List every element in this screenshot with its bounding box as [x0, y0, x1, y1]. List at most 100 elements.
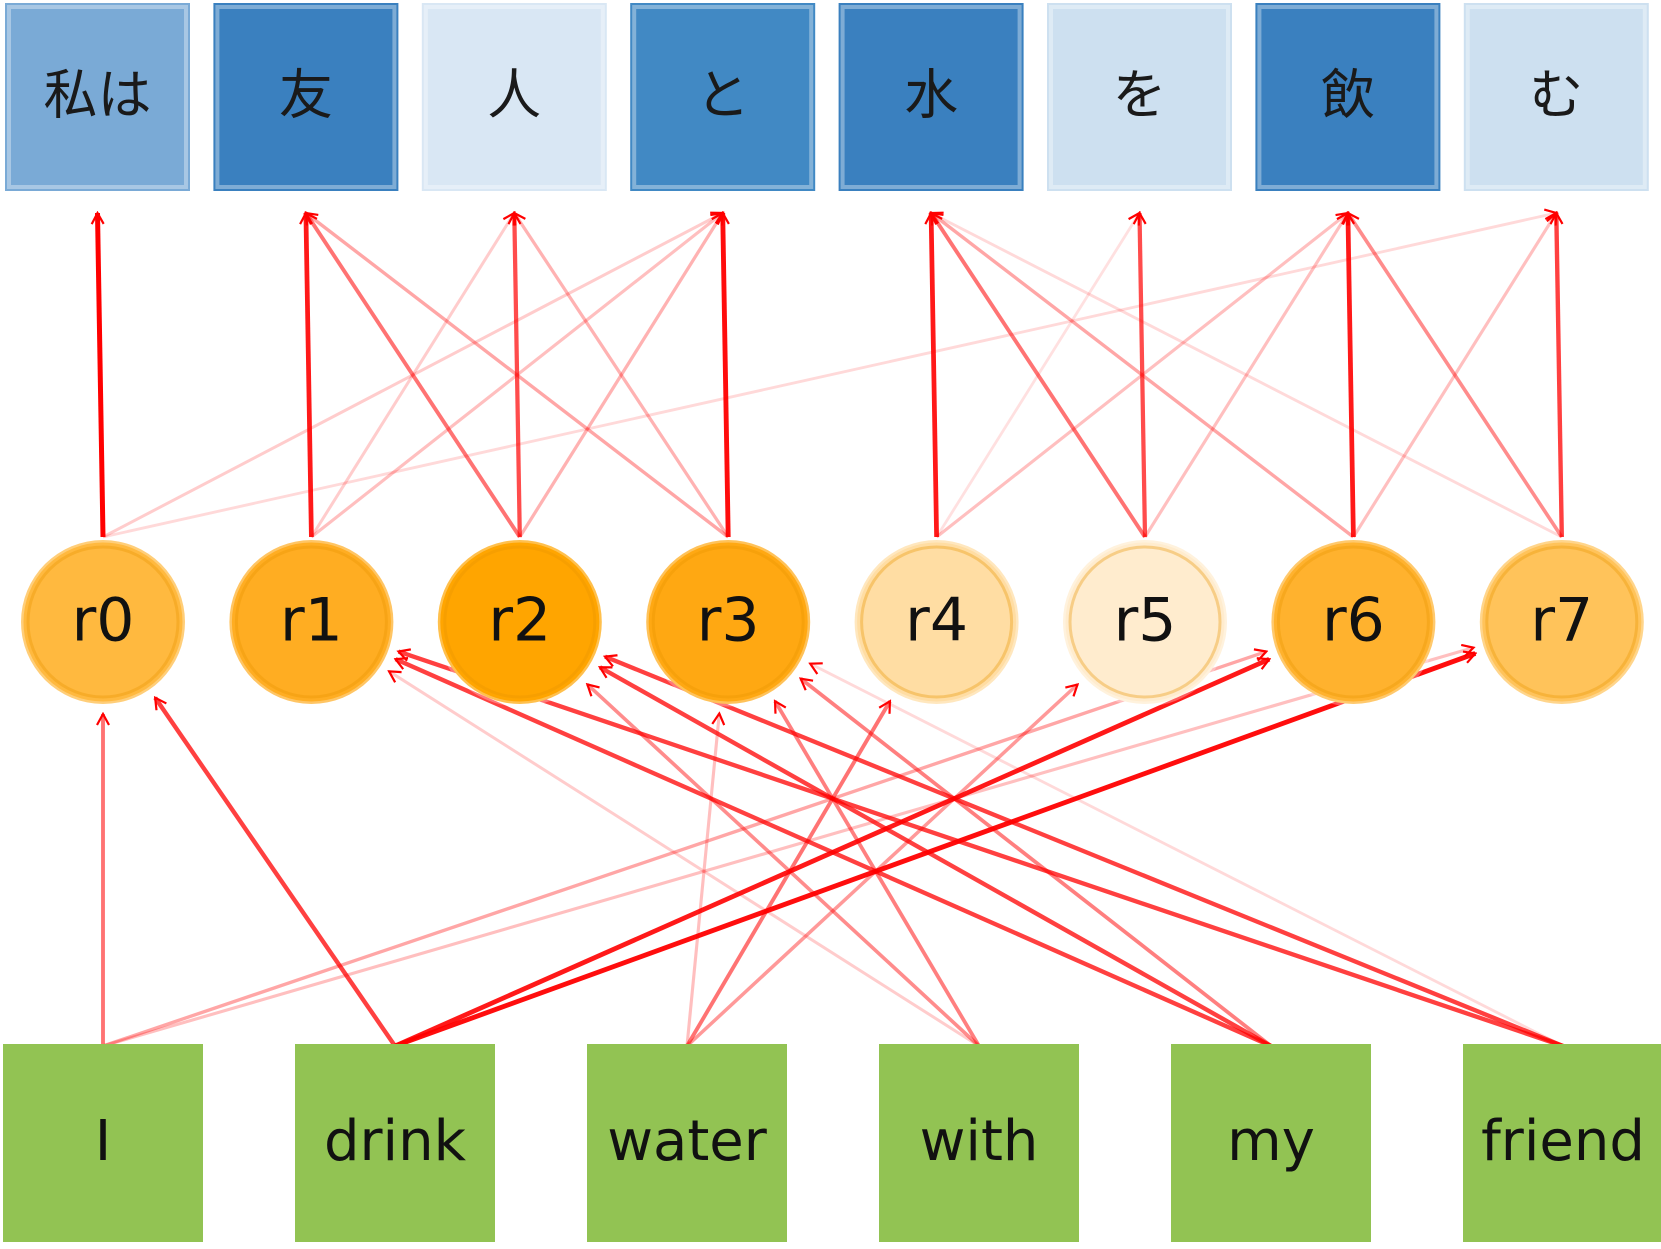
- source-token-label: my: [1227, 1109, 1315, 1174]
- hidden-node-5: r5: [1060, 537, 1230, 707]
- target-token-label: 水: [904, 64, 958, 127]
- source-to-node-link-9: [389, 670, 980, 1048]
- hidden-node-circle: [1060, 537, 1230, 707]
- target-token-inner-border: [1465, 5, 1647, 189]
- hidden-node-label: r1: [280, 586, 343, 656]
- source-to-node-link-15: [399, 652, 1564, 1049]
- source-to-node-link-5: [394, 653, 1475, 1049]
- node-to-target-link-9: [306, 213, 730, 539]
- source-token-box: [1171, 1044, 1371, 1242]
- source-to-node-link-12: [396, 659, 1272, 1049]
- target-token-row: 私は 友 人 と 水 を 飲 む: [5, 3, 1649, 191]
- target-token-box: [5, 3, 190, 191]
- target-token-inner-border: [215, 5, 397, 189]
- hidden-node-3: r3: [643, 537, 813, 707]
- source-token-box: [879, 1044, 1079, 1242]
- target-token-box: [1255, 3, 1441, 191]
- hidden-node-circle: [435, 537, 605, 707]
- source-to-node-link-13: [600, 665, 1273, 1048]
- hidden-node-2: r2: [435, 537, 605, 707]
- node-to-target-link-15: [929, 213, 1147, 539]
- target-token-inner-border: [1257, 5, 1439, 189]
- hidden-node-label: r2: [488, 586, 551, 656]
- source-token-label: friend: [1481, 1109, 1645, 1174]
- node-to-target-link-12: [931, 213, 939, 538]
- source-to-node-link-16: [605, 657, 1564, 1049]
- target-token-label: 私は: [44, 64, 152, 127]
- source-token-box: [295, 1044, 495, 1242]
- node-to-target-link-17: [1143, 213, 1350, 538]
- node-to-target-link-8: [518, 213, 725, 538]
- hidden-node-ring: [651, 545, 805, 699]
- target-token-5: を: [1047, 3, 1232, 191]
- source-token-label: water: [607, 1109, 768, 1174]
- target-token-box: [1047, 3, 1232, 191]
- hidden-node-circle: [1477, 537, 1647, 707]
- hidden-node-1: r1: [226, 537, 396, 707]
- source-token-3: with: [879, 1044, 1079, 1242]
- node-to-target-link-3: [306, 213, 314, 538]
- source-token-4: my: [1171, 1044, 1371, 1242]
- node-to-target-link-23: [1556, 213, 1564, 538]
- source-to-node-link-1: [153, 698, 397, 1048]
- hidden-node-ring: [1068, 545, 1222, 699]
- source-token-label: with: [920, 1109, 1039, 1174]
- target-token-6: 飲: [1255, 3, 1441, 191]
- node-to-target-link-6: [304, 213, 522, 539]
- target-token-box: [1463, 3, 1649, 191]
- target-token-label: 飲: [1321, 64, 1375, 127]
- target-token-label: 友: [279, 64, 333, 127]
- hidden-node-label: r5: [1114, 586, 1177, 656]
- hidden-node-ring: [234, 545, 388, 699]
- node-to-target-link-22: [1346, 213, 1564, 538]
- hidden-node-label: r7: [1530, 586, 1593, 656]
- target-token-label: を: [1113, 64, 1167, 127]
- hidden-node-ring: [860, 545, 1014, 699]
- node-to-target-link-11: [723, 213, 731, 538]
- source-token-5: friend: [1463, 1044, 1661, 1242]
- node-to-target-link-21: [931, 213, 1563, 539]
- target-token-1: 友: [213, 3, 399, 191]
- hidden-node-circle: [18, 537, 188, 707]
- node-to-target-link-0: [98, 213, 106, 538]
- hidden-node-circle: [226, 537, 396, 707]
- node-to-target-link-16: [1140, 213, 1148, 538]
- node-to-target-link-19: [1348, 213, 1356, 538]
- source-token-box: [3, 1044, 203, 1242]
- source-token-2: water: [587, 1044, 787, 1242]
- target-token-inner-border: [1049, 5, 1230, 189]
- source-token-label: drink: [324, 1109, 467, 1174]
- target-token-7: む: [1463, 3, 1649, 191]
- source-to-node-link-14: [801, 677, 1273, 1048]
- hidden-node-7: r7: [1477, 537, 1647, 707]
- hidden-node-row: r0 r1 r2 r3 r4 r5 r6 r7: [18, 537, 1647, 707]
- target-token-label: と: [696, 64, 750, 127]
- source-to-node-link-17: [810, 664, 1564, 1048]
- target-token-inner-border: [840, 5, 1022, 189]
- target-token-inner-border: [7, 5, 188, 189]
- target-token-inner-border: [423, 5, 605, 189]
- hidden-node-label: r6: [1322, 586, 1385, 656]
- source-to-node-link-10: [587, 684, 981, 1048]
- node-to-target-link-2: [102, 213, 1556, 539]
- hidden-node-label: r0: [72, 586, 135, 656]
- hidden-node-0: r0: [18, 537, 188, 707]
- source-token-box: [1463, 1044, 1661, 1242]
- source-token-label: I: [95, 1109, 112, 1174]
- hidden-node-ring: [443, 545, 597, 699]
- hidden-node-4: r4: [852, 537, 1022, 707]
- target-token-box: [838, 3, 1024, 191]
- node-to-target-link-7: [514, 213, 522, 538]
- hidden-node-circle: [643, 537, 813, 707]
- target-token-label: 人: [487, 64, 541, 127]
- node-to-target-link-20: [1352, 213, 1558, 538]
- source-to-node-link-8: [685, 684, 1077, 1048]
- source-token-box: [587, 1044, 787, 1242]
- hidden-node-label: r4: [905, 586, 968, 656]
- links-layer: [98, 213, 1564, 1049]
- target-token-0: 私は: [5, 3, 190, 191]
- source-to-node-link-2: [102, 652, 1266, 1048]
- source-token-0: I: [3, 1044, 203, 1242]
- hidden-node-ring: [26, 545, 180, 699]
